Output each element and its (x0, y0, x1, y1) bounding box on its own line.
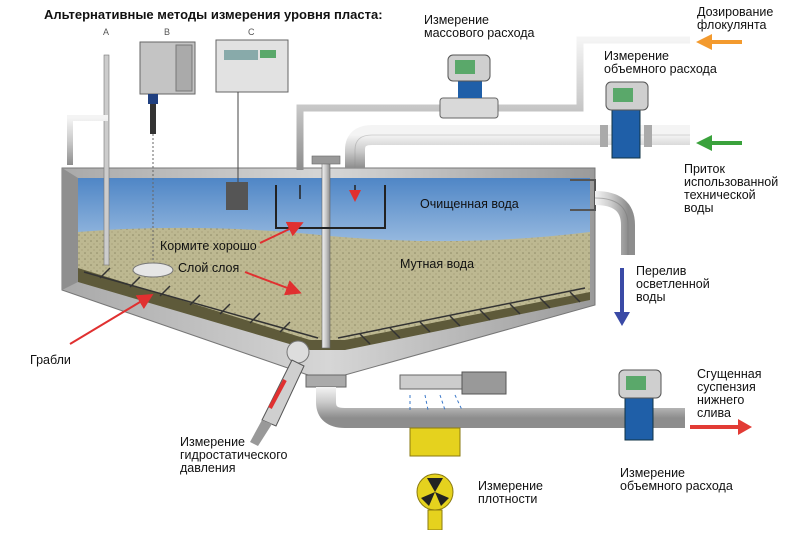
density-gauge (399, 371, 507, 531)
instrument-c-label: C (248, 27, 255, 37)
hydrostatic-sensor (250, 340, 310, 446)
process-water-label: Приток использованной технической воды (684, 162, 779, 215)
feed-well (275, 185, 386, 229)
overflow-label: Перелив осветленной воды (636, 264, 710, 304)
overflow-arrow (614, 268, 630, 326)
rakes-label: Грабли (30, 353, 71, 367)
turbid-water-label: Мутная вода (400, 257, 475, 271)
underflow-pipe (316, 387, 685, 428)
density-label: Измерение плотности (478, 479, 544, 506)
center-shaft (321, 157, 331, 349)
instrument-a-label: A (103, 27, 110, 37)
bed-layer-label: Слой слоя (178, 261, 240, 275)
instrument-c (215, 39, 289, 210)
mass-flowmeter (439, 54, 499, 119)
clear-water-label: Очищенная вода (420, 197, 519, 211)
overflow-pipe (594, 191, 635, 255)
mass-flow-label: Измерение массового расхода (424, 13, 535, 40)
process-water-pipe (345, 125, 690, 168)
flocculant-pipe (296, 36, 690, 170)
instrument-b (132, 41, 196, 278)
volume-flowmeter-top (600, 81, 652, 159)
bed-layer (78, 268, 590, 350)
pointers (69, 221, 304, 345)
water-inflow-arrow (696, 135, 742, 151)
volume-flow-top-label: Измерение объемного расхода (604, 49, 717, 76)
instrument-b-label: B (164, 27, 171, 37)
flocculant-arrow (696, 34, 742, 50)
underflow-arrow (690, 419, 752, 435)
rake-arms (83, 267, 586, 345)
volume-flowmeter-bottom (618, 369, 662, 441)
instrument-a (67, 54, 110, 266)
hydrostatic-label: Измерение гидростатического давления (180, 435, 288, 475)
feed-well-label: Кормите хорошо (160, 239, 257, 253)
underflow-label: Сгущенная суспензия нижнего слива (697, 367, 762, 420)
diagram-title: Альтернативные методы измерения уровня п… (44, 7, 383, 22)
volume-flow-bottom-label: Измерение объемного расхода (620, 466, 733, 493)
flocculant-label: Дозирование флокулянта (697, 5, 774, 32)
